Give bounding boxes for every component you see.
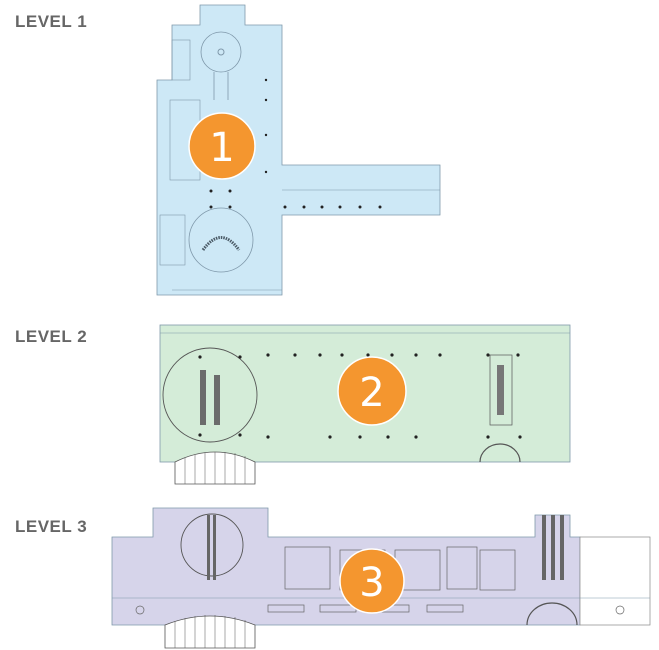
level-1-badge-number: 1 bbox=[209, 125, 234, 171]
level-1-heading: LEVEL 1 bbox=[15, 12, 88, 31]
level-1-badge[interactable]: 1 bbox=[188, 112, 256, 180]
level-1-floor-plan[interactable] bbox=[156, 4, 441, 296]
level-3-badge[interactable]: 3 bbox=[339, 548, 405, 614]
level-2-badge-number: 2 bbox=[359, 370, 384, 416]
level-2-badge[interactable]: 2 bbox=[337, 356, 407, 426]
level-2-heading: LEVEL 2 bbox=[15, 327, 88, 346]
level-3-badge-number: 3 bbox=[359, 560, 384, 606]
level-3-heading: LEVEL 3 bbox=[15, 517, 88, 536]
